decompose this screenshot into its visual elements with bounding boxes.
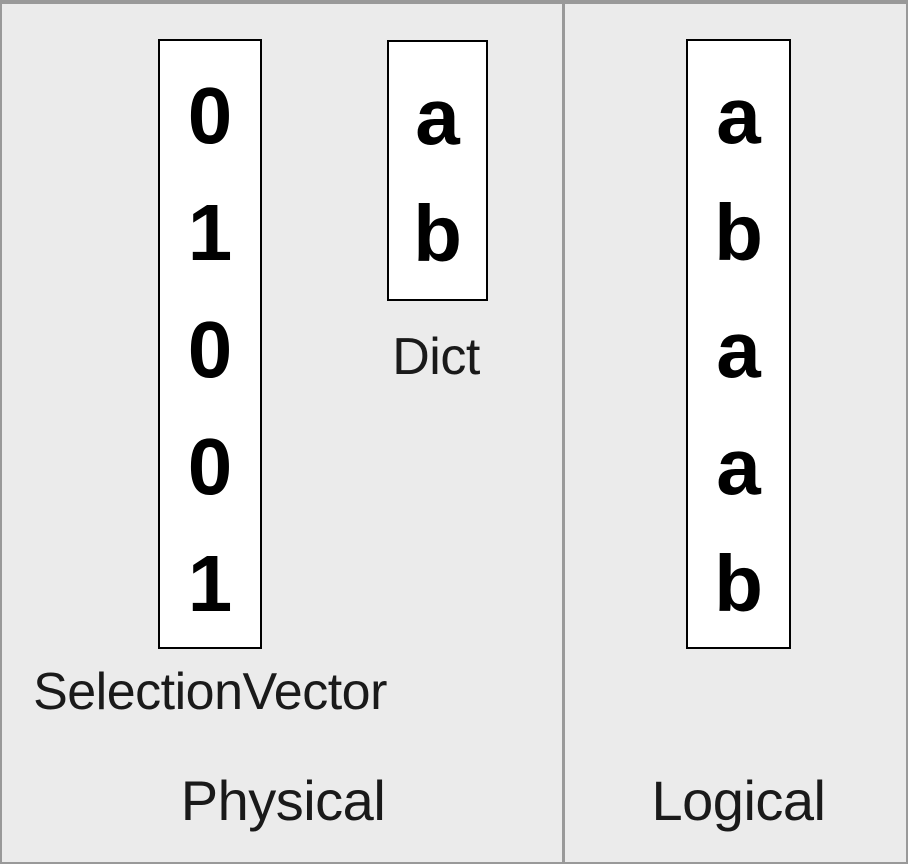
dict-label: Dict bbox=[392, 328, 480, 386]
selection-vector-label: SelectionVector bbox=[33, 663, 387, 721]
logical-panel-label: Logical bbox=[651, 769, 826, 832]
dict-cell: b bbox=[413, 188, 462, 278]
logical-column-cell: b bbox=[714, 538, 763, 628]
selection-vector-cell: 0 bbox=[187, 304, 233, 394]
logical-column-cell: a bbox=[716, 70, 761, 160]
selection-vector-cell: 1 bbox=[187, 187, 233, 277]
logical-column-cell: a bbox=[716, 304, 761, 394]
physical-panel-label: Physical bbox=[180, 769, 386, 832]
logical-column-cell: b bbox=[714, 187, 763, 277]
selection-vector-cell: 0 bbox=[187, 421, 233, 511]
logical-column-cell: a bbox=[716, 421, 761, 511]
selection-vector-cell: 0 bbox=[187, 70, 233, 160]
dict-box: a b bbox=[387, 40, 488, 301]
dict-cell: a bbox=[415, 71, 460, 161]
panel-divider bbox=[562, 4, 565, 862]
logical-column-box: a b a a b bbox=[686, 39, 791, 649]
selection-vector-box: 0 1 0 0 1 bbox=[158, 39, 262, 649]
selection-vector-cell: 1 bbox=[187, 538, 233, 628]
